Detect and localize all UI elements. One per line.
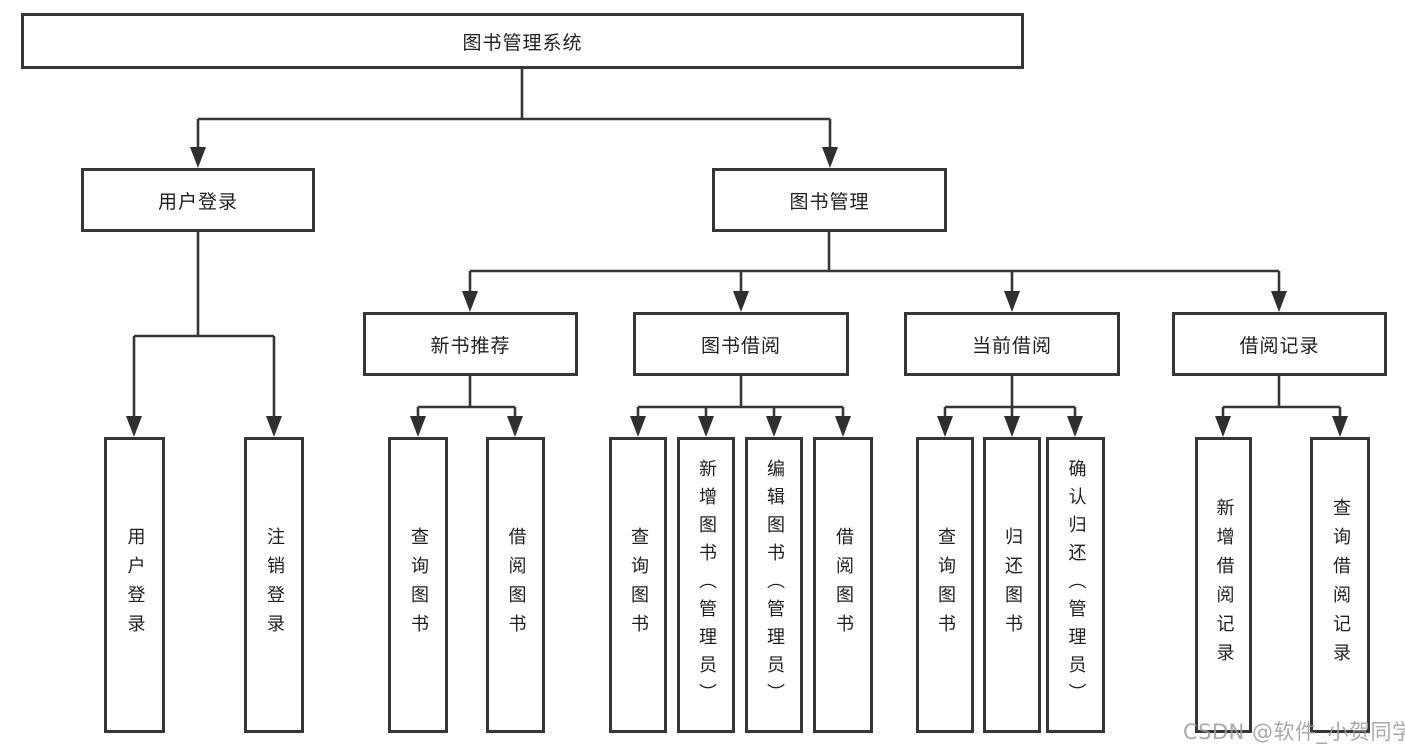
- leaf-return-books-label: 归还图书: [1002, 527, 1023, 643]
- leaf-query-borrow-record: 查询借阅记录: [1310, 437, 1370, 733]
- leaf-confirm-return-admin-label: 确认归还（管理员）: [1065, 459, 1087, 711]
- leaf-borrow-books-recommend-label: 借阅图书: [505, 527, 527, 643]
- leaf-query-books-current-label: 查询图书: [935, 527, 956, 643]
- csdn-watermark: CSDN @软件_小贺同学: [1183, 720, 1405, 744]
- leaf-add-books-admin-label: 新增图书（管理员）: [696, 459, 717, 711]
- leaf-user-login: 用户登录: [104, 437, 165, 733]
- leaf-edit-books-admin-label: 编辑图书（管理员）: [764, 459, 785, 711]
- node-borrowing-records: 借阅记录: [1172, 312, 1387, 376]
- node-library-management-system: 图书管理系统: [21, 13, 1024, 69]
- leaf-confirm-return-admin: 确认归还（管理员）: [1046, 437, 1105, 733]
- leaf-query-books-current: 查询图书: [916, 437, 974, 733]
- node-book-borrowing: 图书借阅: [633, 312, 849, 376]
- leaf-borrow-books: 借阅图书: [813, 437, 873, 733]
- leaf-borrow-books-label: 借阅图书: [833, 527, 854, 643]
- node-current-borrowing: 当前借阅: [904, 312, 1120, 376]
- node-user-login: 用户登录: [81, 168, 315, 232]
- leaf-borrow-books-recommend: 借阅图书: [486, 437, 545, 733]
- leaf-query-books-borrowing: 查询图书: [609, 437, 667, 733]
- leaf-add-borrow-record-label: 新增借阅记录: [1213, 498, 1235, 672]
- leaf-logout-label: 注销登录: [264, 527, 285, 643]
- leaf-user-login-label: 用户登录: [124, 527, 146, 643]
- leaf-query-books-recommend: 查询图书: [388, 437, 448, 733]
- leaf-query-borrow-record-label: 查询借阅记录: [1330, 498, 1351, 672]
- leaf-edit-books-admin: 编辑图书（管理员）: [745, 437, 803, 733]
- leaf-add-borrow-record: 新增借阅记录: [1195, 437, 1252, 733]
- leaf-return-books: 归还图书: [983, 437, 1041, 733]
- node-new-book-recommendation: 新书推荐: [363, 312, 578, 376]
- node-book-management: 图书管理: [712, 168, 947, 232]
- leaf-logout: 注销登录: [244, 437, 304, 733]
- leaf-query-books-borrowing-label: 查询图书: [628, 527, 649, 643]
- leaf-add-books-admin: 新增图书（管理员）: [677, 437, 735, 733]
- leaf-query-books-recommend-label: 查询图书: [408, 527, 429, 643]
